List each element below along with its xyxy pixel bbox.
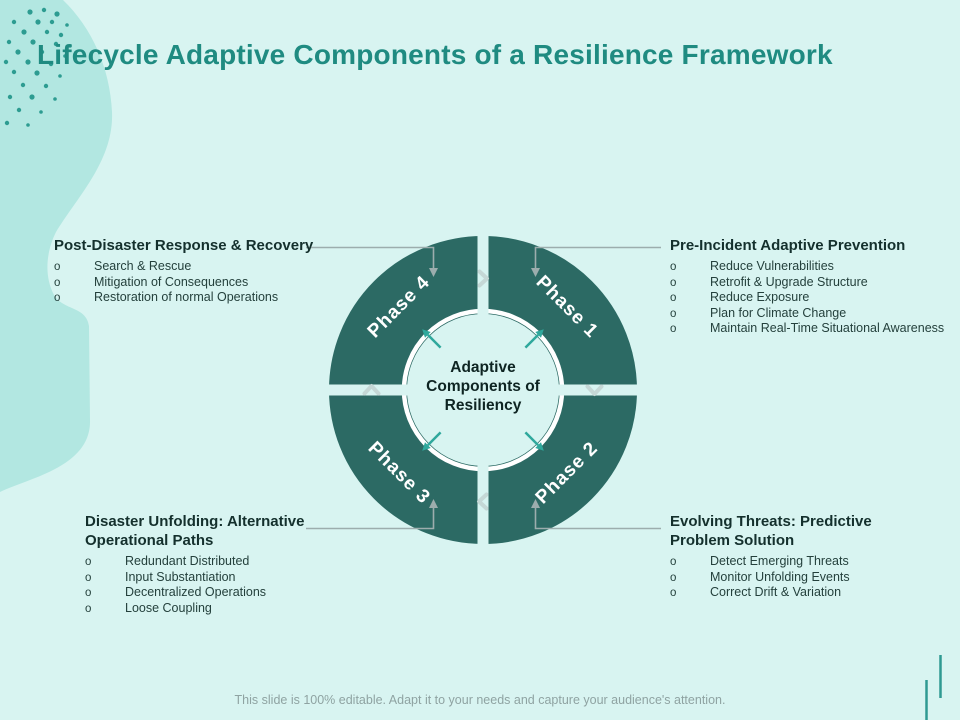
bullet-marker: o	[670, 587, 677, 600]
bullet-marker: o	[670, 261, 677, 273]
list-item: o Retrofit & Upgrade Structure	[670, 275, 955, 291]
list-item: o Loose Coupling	[85, 601, 337, 617]
bullet-marker: o	[85, 602, 92, 615]
center-label-line: Components of	[426, 378, 540, 395]
connector-bottom-right	[534, 508, 661, 530]
bullet-marker: o	[670, 307, 677, 320]
list-item-text: Loose Coupling	[125, 600, 212, 615]
bullet-marker: o	[670, 323, 677, 336]
block-heading: Post-Disaster Response & Recovery	[54, 237, 314, 254]
list-item-text: Reduce Exposure	[710, 290, 810, 305]
connector-top-right	[534, 246, 661, 268]
bullet-marker: o	[85, 571, 92, 584]
list-item-text: Mitigation of Consequences	[94, 274, 249, 289]
list-item-text: Plan for Climate Change	[710, 305, 847, 320]
list-item: o Maintain Real-Time Situational Awarenes…	[670, 321, 955, 337]
list-item-text: Detect Emerging Threats	[710, 554, 849, 568]
bullet-marker: o	[670, 556, 677, 568]
bullet-marker: o	[54, 276, 61, 289]
connector-arrow-bottom-right-icon	[531, 499, 540, 508]
list-item-text: Search & Rescue	[94, 259, 192, 273]
list-item-text: Monitor Unfolding Events	[710, 569, 850, 584]
list-item: o Detect Emerging Threats	[670, 554, 922, 570]
page-title: Lifecycle Adaptive Components of a Resil…	[37, 39, 833, 70]
bullet-marker: o	[670, 292, 677, 305]
bullet-marker: o	[54, 292, 61, 305]
bullet-marker: o	[54, 261, 61, 273]
connector-arrow-top-right-icon	[531, 268, 540, 277]
list-item-text: Maintain Real-Time Situational Awareness	[710, 321, 945, 336]
list-item-text: Decentralized Operations	[125, 585, 267, 600]
diagram-center-label: Adaptive Components of Resiliency	[413, 358, 553, 415]
list-item-text: Redundant Distributed	[125, 554, 250, 568]
block-evolving-threats: Evolving Threats: Predictive Problem Sol…	[670, 512, 922, 601]
center-label-line: Resiliency	[444, 397, 522, 414]
editable-note: This slide is 100% editable. Adapt it to…	[234, 693, 726, 707]
list-item: o Plan for Climate Change	[670, 306, 955, 322]
dots-pattern-icon	[3, 7, 72, 127]
list-item: o Mitigation of Consequences	[54, 275, 339, 291]
list-item: o Search & Rescue	[54, 259, 339, 275]
list-item: o Input Substantiation	[85, 570, 337, 586]
block-heading: Evolving Threats: Predictive Problem Sol…	[670, 513, 872, 549]
segment-gap-horizontal	[322, 384, 644, 396]
list-item: o Reduce Exposure	[670, 290, 955, 306]
block-heading: Disaster Unfolding: Alternative Operatio…	[85, 513, 305, 549]
connector-arrow-top-left-icon	[429, 268, 438, 277]
list-item: o Monitor Unfolding Events	[670, 570, 922, 586]
block-heading: Pre-Incident Adaptive Prevention	[670, 237, 906, 254]
connector-bottom-left	[306, 508, 435, 530]
bullet-marker: o	[670, 571, 677, 584]
connector-top-left	[306, 246, 435, 268]
corner-blob-shape	[0, 0, 113, 492]
center-label-line: Adaptive	[450, 359, 516, 376]
list-item: o Redundant Distributed	[85, 554, 337, 570]
block-disaster-unfolding: Disaster Unfolding: Alternative Operatio…	[85, 512, 337, 616]
list-item: o Correct Drift & Variation	[670, 585, 922, 601]
list-item-text: Retrofit & Upgrade Structure	[710, 274, 868, 289]
list-item-text: Restoration of normal Operations	[94, 290, 279, 305]
list-item: o Reduce Vulnerabilities	[670, 259, 955, 275]
list-item-text: Input Substantiation	[125, 569, 236, 584]
bullet-marker: o	[85, 556, 92, 568]
list-item: o Decentralized Operations	[85, 585, 337, 601]
bullet-marker: o	[85, 587, 92, 600]
list-item-text: Correct Drift & Variation	[710, 585, 842, 600]
connector-arrow-bottom-left-icon	[429, 499, 438, 508]
block-post-disaster: Post-Disaster Response & Recovery o Searc…	[54, 236, 339, 306]
bullet-marker: o	[670, 276, 677, 289]
list-item-text: Reduce Vulnerabilities	[710, 259, 834, 273]
list-item: o Restoration of normal Operations	[54, 290, 339, 306]
